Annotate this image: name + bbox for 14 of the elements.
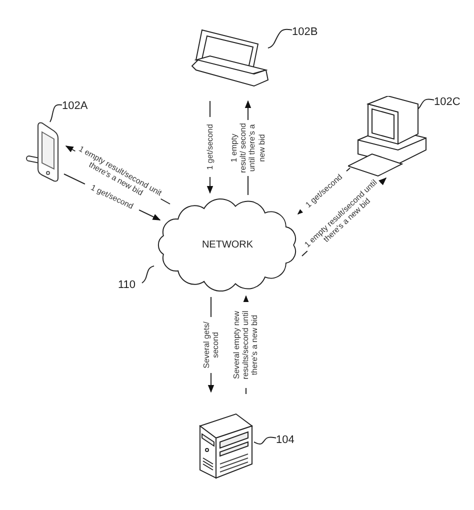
reference-number: 102A bbox=[62, 100, 88, 112]
leader-line bbox=[268, 28, 292, 48]
edge-label: Several empty new results/second until there's a new bid bbox=[232, 302, 260, 388]
reference-number: 102B bbox=[292, 26, 318, 38]
leader-line bbox=[142, 266, 154, 284]
edge-label: 1 get/second bbox=[205, 117, 215, 177]
leader-line bbox=[254, 436, 276, 445]
leader-line bbox=[50, 104, 62, 122]
reference-number: 104 bbox=[276, 434, 294, 446]
reference-number: 110 bbox=[118, 279, 136, 291]
reference-number: 102C bbox=[434, 96, 460, 108]
edge-label: Several gets/ second bbox=[202, 316, 220, 372]
edge-label: 1 empty result/ second until there's a new bid bbox=[230, 120, 266, 176]
network-label: NETWORK bbox=[200, 240, 254, 250]
